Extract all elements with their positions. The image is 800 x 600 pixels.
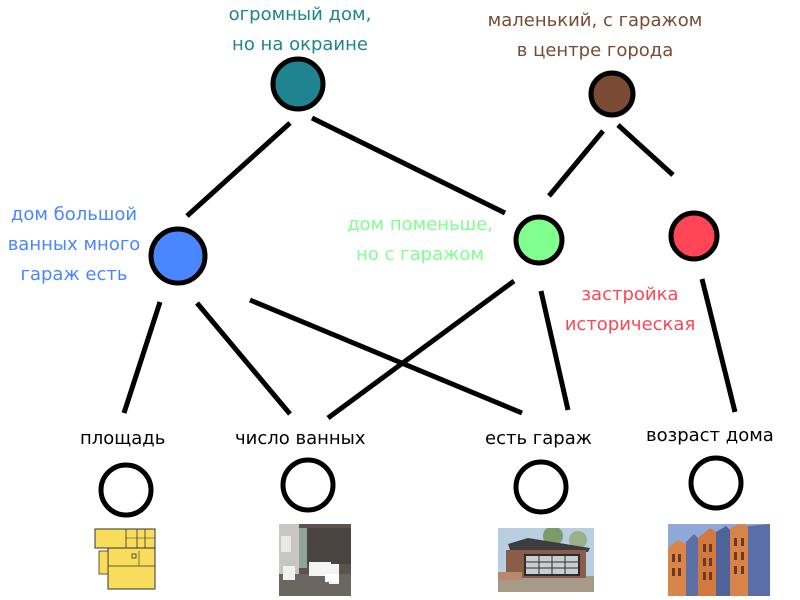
- input-node-area: [98, 462, 154, 518]
- floor-plan-image: [94, 526, 158, 590]
- edge-smaller-garage-to-small-center: [547, 129, 605, 198]
- edge-age-to-historic: [699, 278, 738, 413]
- garage-house-icon: [498, 528, 594, 592]
- historic-facade-icon: [668, 524, 770, 596]
- input-label-baths: число ванных: [235, 428, 366, 449]
- edge-garage-to-big-bath-garage: [249, 297, 523, 416]
- edges-layer: [121, 115, 738, 421]
- input-node-age: [688, 455, 744, 511]
- bathroom-image: [279, 524, 351, 596]
- label-line: в центре города: [516, 40, 674, 61]
- input-label-age: возраст дома: [646, 425, 774, 446]
- edge-baths-to-big-bath-garage: [195, 301, 292, 416]
- edge-area-to-big-bath-garage: [121, 301, 163, 414]
- edge-historic-to-small-center: [616, 123, 675, 177]
- label-line: дом поменьше,: [347, 214, 493, 235]
- label-line: историческая: [564, 314, 696, 335]
- nodes-layer: [98, 56, 744, 518]
- hidden-label-big-bath-garage: дом большой ванных много гараж есть: [0, 200, 148, 290]
- floor-plan-icon: [94, 526, 158, 590]
- input-label-garage: есть гараж: [485, 428, 592, 449]
- label-line: маленький, с гаражом: [487, 10, 703, 31]
- label-line: гараж есть: [20, 264, 128, 285]
- hidden-node-historic: [668, 210, 720, 262]
- label-line: но с гаражом: [356, 244, 484, 265]
- output-node-small-center: [588, 70, 636, 118]
- output-node-big-far: [270, 56, 326, 112]
- edge-garage-to-smaller-garage: [538, 290, 571, 411]
- bathroom-icon: [279, 524, 351, 596]
- input-label-area: площадь: [80, 428, 166, 449]
- garage-house-image: [498, 528, 594, 592]
- historic-facade-image: [668, 524, 770, 596]
- edge-baths-to-smaller-garage: [326, 278, 516, 421]
- hidden-node-smaller-garage: [513, 214, 565, 266]
- output-label-big-far: огромный дом, но на окраине: [190, 0, 410, 60]
- input-node-baths: [280, 457, 336, 513]
- label-line: огромный дом,: [228, 4, 372, 25]
- hidden-label-historic: застройка историческая: [550, 280, 710, 340]
- label-line: застройка: [581, 284, 679, 305]
- edge-big-bath-garage-to-big-far: [185, 121, 292, 218]
- label-line: дом большой: [10, 204, 138, 225]
- label-line: но на окраине: [232, 34, 368, 55]
- input-node-garage: [513, 459, 569, 515]
- hidden-node-big-bath-garage: [148, 226, 208, 286]
- hidden-label-smaller-garage: дом поменьше, но с гаражом: [330, 210, 510, 270]
- label-line: ванных много: [7, 234, 141, 255]
- output-label-small-center: маленький, с гаражом в центре города: [470, 6, 720, 66]
- edge-smaller-garage-to-big-far: [310, 115, 507, 216]
